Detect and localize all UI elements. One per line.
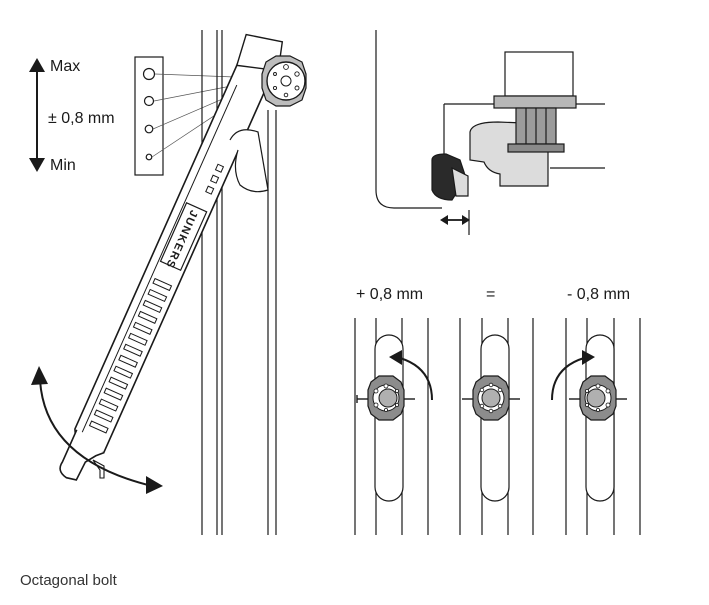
curved-double-arrow-icon [31,366,163,494]
octagonal-bolt-head-top [261,55,307,107]
bolt-view-plus [356,334,415,502]
section-view [375,30,605,235]
tolerance-label: ± 0,8 mm [48,110,115,127]
max-label: Max [50,58,81,75]
caption: Octagonal bolt [20,572,117,589]
double-arrow-icon [440,215,470,225]
minus-label: - 0,8 mm [567,286,631,303]
up-down-arrow-icon [29,58,45,172]
rotate-right-arrow-icon [551,350,595,401]
rotate-left-arrow-icon [389,350,433,401]
plus-label: + 0,8 mm [356,286,424,303]
min-label: Min [50,157,76,174]
equals-label: = [486,286,496,303]
bolt-view-minus [569,334,627,502]
handle-foot-tab [92,459,105,479]
adjustment-key: JUNKERS [59,33,284,481]
cam-bracket [229,129,269,193]
bolt-view-neutral [462,334,520,502]
